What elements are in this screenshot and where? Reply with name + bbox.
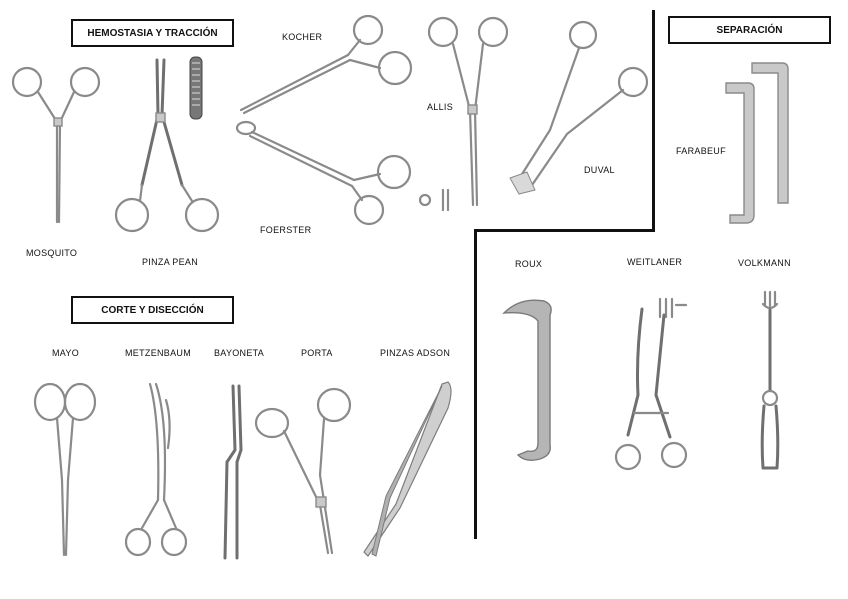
duval-forceps-image xyxy=(509,20,649,195)
label-duval: DUVAL xyxy=(584,165,615,175)
label-pinzas-adson: PINZAS ADSON xyxy=(380,348,451,358)
volkmann-retractor-image xyxy=(760,290,780,470)
foerster-forceps-image xyxy=(235,120,412,226)
mayo-scissors-image xyxy=(33,382,97,557)
metzenbaum-scissors-image xyxy=(124,382,188,557)
label-roux: ROUX xyxy=(515,259,543,269)
section-title-separacion: SEPARACIÓN xyxy=(668,16,831,44)
divider-horizontal xyxy=(474,229,655,232)
section-title-corte: CORTE Y DISECCIÓN xyxy=(71,296,234,324)
roux-retractor-image xyxy=(502,299,552,462)
label-volkmann: VOLKMANN xyxy=(738,258,791,268)
label-porta: PORTA xyxy=(301,348,333,358)
label-bayoneta: BAYONETA xyxy=(214,348,265,358)
needle-holder-image xyxy=(254,387,352,555)
divider-vertical-bottom xyxy=(474,229,477,539)
label-weitlaner: WEITLANER xyxy=(627,257,683,267)
farabeuf-retractor-image xyxy=(725,62,789,224)
bayonet-forceps-image xyxy=(223,384,243,560)
pean-forceps-image xyxy=(114,56,220,233)
adson-forceps-image xyxy=(363,381,452,557)
label-mosquito: MOSQUITO xyxy=(26,248,78,258)
section-title-hemostasia: HEMOSTASIA Y TRACCIÓN xyxy=(71,19,234,47)
label-mayo: MAYO xyxy=(52,348,80,358)
kocher-forceps-image xyxy=(239,14,413,115)
divider-vertical-top xyxy=(652,10,655,232)
label-allis: ALLIS xyxy=(427,102,454,112)
mosquito-forceps-image xyxy=(11,66,101,224)
label-foerster: FOERSTER xyxy=(260,225,312,235)
label-kocher: KOCHER xyxy=(282,32,323,42)
label-pinza-pean: PINZA PEAN xyxy=(142,257,199,267)
weitlaner-retractor-image xyxy=(614,297,688,471)
label-farabeuf: FARABEUF xyxy=(676,146,726,156)
allis-forceps-image xyxy=(418,16,509,212)
label-metzenbaum: METZENBAUM xyxy=(125,348,191,358)
